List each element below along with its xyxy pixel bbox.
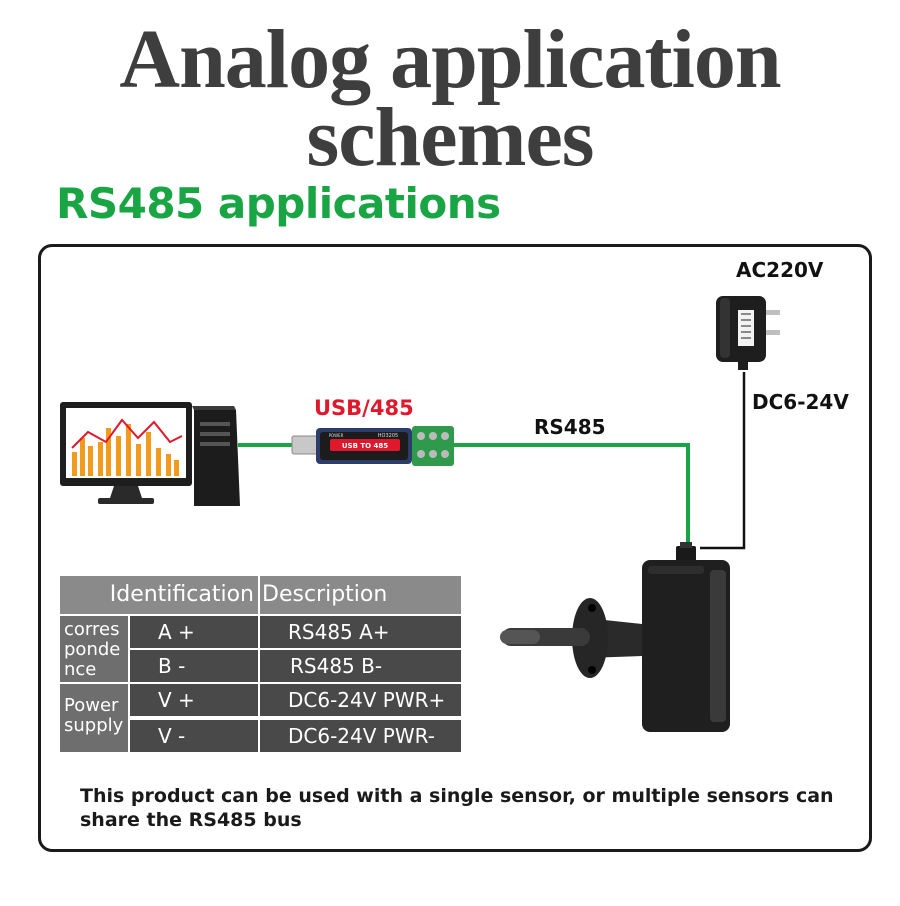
page-title: Analog application bbox=[119, 13, 781, 106]
computer-icon bbox=[60, 402, 240, 506]
pin-definition-table: Identification Description correspondenc… bbox=[60, 576, 461, 752]
table-cell-id: A + bbox=[130, 616, 258, 648]
table-header-identification: Identification bbox=[60, 576, 258, 614]
sensor-icon bbox=[500, 542, 730, 732]
power-adapter-icon bbox=[716, 296, 780, 370]
dc-supply-label: DC6-24V bbox=[752, 390, 849, 414]
group-label-power-supply: Power supply bbox=[60, 684, 128, 752]
rs485-bus-wire bbox=[452, 443, 690, 552]
table-cell-desc: RS485 B- bbox=[260, 650, 461, 682]
table-cell-desc: DC6-24V PWR+ bbox=[260, 684, 461, 716]
converter-label: USB/485 bbox=[314, 396, 414, 420]
group-label-correspondence: correspondence bbox=[60, 616, 128, 682]
diagram-frame bbox=[38, 244, 872, 852]
table-header-description: Description bbox=[260, 576, 461, 614]
table-cell-id: B - bbox=[130, 650, 258, 682]
mains-label: AC220V bbox=[736, 258, 824, 282]
table-cell-desc: DC6-24V PWR- bbox=[260, 720, 461, 752]
rs485-bus-label: RS485 bbox=[534, 415, 606, 439]
usage-note: This product can be used with a single s… bbox=[80, 785, 834, 831]
table-cell-desc: RS485 A+ bbox=[260, 616, 461, 648]
converter-print-power: POWER bbox=[329, 433, 344, 438]
table-cell-id: V - bbox=[130, 720, 258, 752]
table-cell-id: V + bbox=[130, 684, 258, 716]
page-title-line-2: schemes bbox=[306, 91, 595, 184]
converter-print-model: HO3205 bbox=[378, 433, 398, 439]
section-heading: RS485 applications bbox=[56, 179, 501, 228]
usb-485-converter-icon: USB TO 485 HO3205 POWER bbox=[291, 426, 454, 466]
converter-print-main: USB TO 485 bbox=[342, 442, 388, 450]
power-wire bbox=[700, 372, 746, 550]
